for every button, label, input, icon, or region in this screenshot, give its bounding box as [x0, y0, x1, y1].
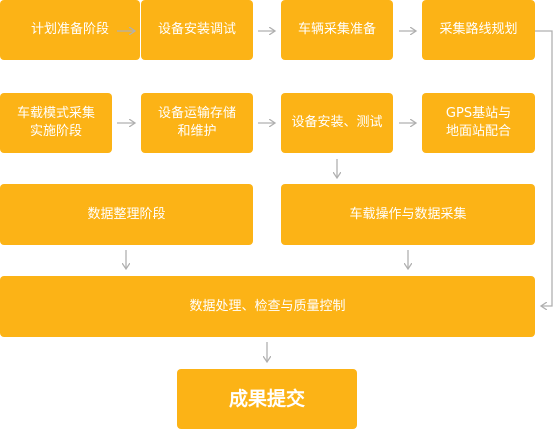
- step-vehicle-mode: 车载模式采集 实施阶段: [0, 93, 112, 153]
- step-transport: 设备运输存储 和维护: [141, 93, 253, 153]
- step-organize: 数据整理阶段: [0, 184, 253, 245]
- step-route-plan: 采集路线规划: [422, 0, 535, 60]
- step-gps: GPS基站与 地面站配合: [422, 93, 535, 153]
- step-install-test: 设备安装、测试: [281, 93, 393, 153]
- step-process: 数据处理、检查与质量控制: [0, 276, 535, 337]
- step-vehicle-prep: 车辆采集准备: [281, 0, 393, 60]
- step-plan: 计划准备阶段: [0, 0, 140, 60]
- step-result: 成果提交: [177, 369, 357, 429]
- step-operate: 车载操作与数据采集: [281, 184, 535, 245]
- step-debug: 设备安装调试: [141, 0, 253, 60]
- arrow-route-to-process: [535, 30, 553, 306]
